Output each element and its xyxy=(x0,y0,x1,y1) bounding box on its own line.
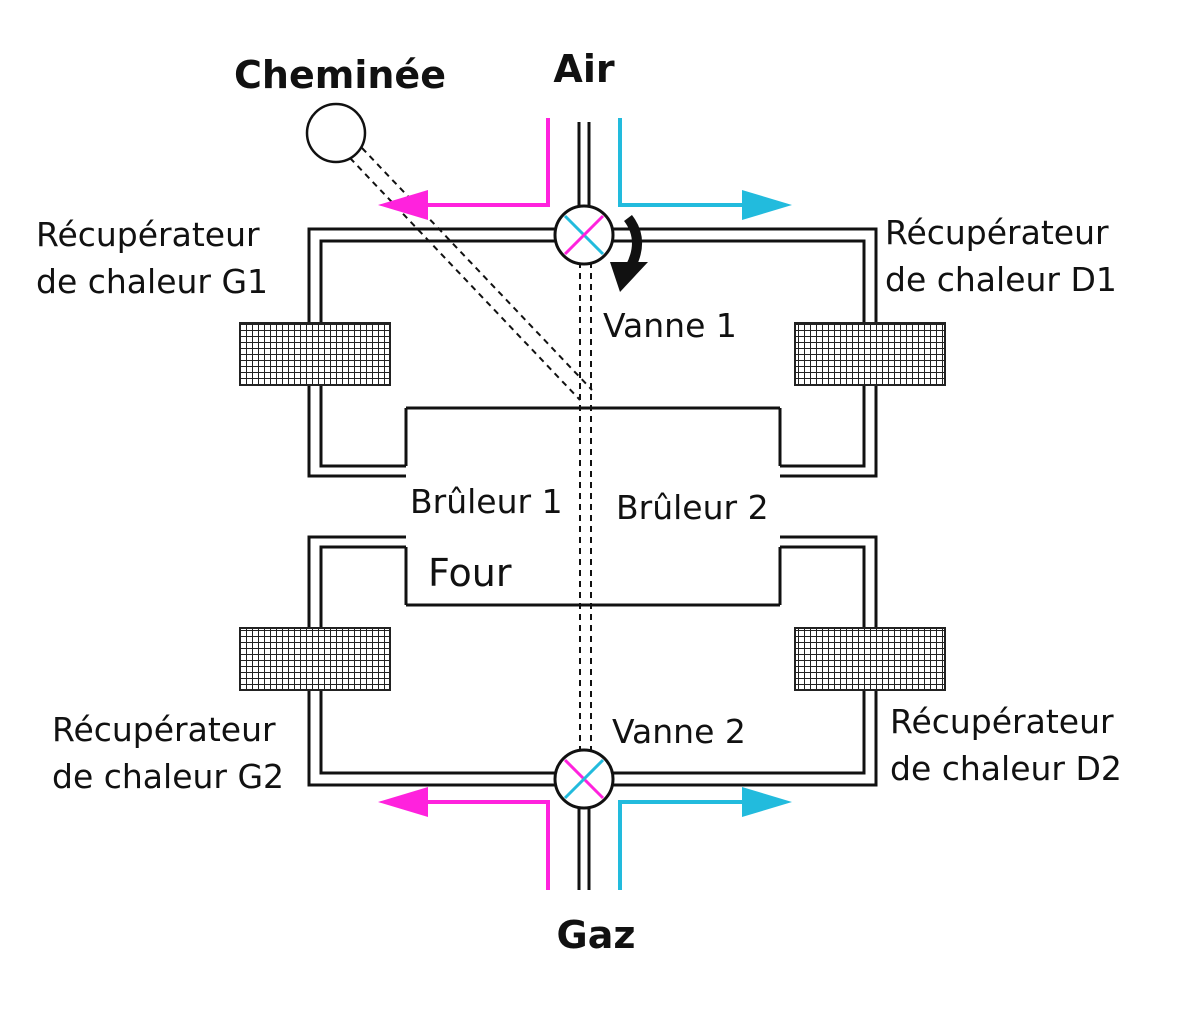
valve-link xyxy=(579,262,592,752)
cold-flow-arrow-bottom xyxy=(618,787,792,890)
recuperator-d1-label-line2: de chaleur D1 xyxy=(885,260,1117,299)
valve-1-label: Vanne 1 xyxy=(603,306,737,345)
gas-inlet-pipe xyxy=(577,800,591,890)
recuperator-d2-label-line2: de chaleur D2 xyxy=(890,749,1122,788)
recuperator-d1-block xyxy=(794,322,946,386)
burner-2-label: Brûleur 2 xyxy=(616,488,769,527)
recuperator-d2-label-line1: Récupérateur xyxy=(890,702,1114,741)
recuperator-g1-block xyxy=(239,322,391,386)
chimney-duct xyxy=(349,147,593,401)
recuperator-g2-label-line2: de chaleur G2 xyxy=(52,757,284,796)
furnace-box xyxy=(404,406,782,607)
air-label: Air xyxy=(553,47,614,91)
valve-2-label: Vanne 2 xyxy=(612,712,746,751)
recuperator-g2-block xyxy=(239,627,391,691)
valve-1-icon xyxy=(553,204,615,266)
recuperator-d1-label-line1: Récupérateur xyxy=(885,213,1109,252)
hot-flow-arrow-bottom xyxy=(378,787,550,890)
hot-flow-arrow-top xyxy=(378,118,550,220)
rotation-arrow-icon xyxy=(610,214,648,292)
recuperator-d2-block xyxy=(794,627,946,691)
cold-flow-arrow-top xyxy=(618,118,792,220)
valve-2-icon xyxy=(553,748,615,810)
gas-label: Gaz xyxy=(557,913,636,957)
chimney-label: Cheminée xyxy=(234,53,446,97)
furnace-label: Four xyxy=(428,551,512,595)
recuperator-g1-label-line1: Récupérateur xyxy=(36,215,260,254)
recuperator-g2-label-line1: Récupérateur xyxy=(52,710,276,749)
burner-1-label: Brûleur 1 xyxy=(410,482,563,521)
chimney-icon xyxy=(305,102,367,164)
air-inlet-pipe xyxy=(577,122,591,210)
recuperator-g1-label-line2: de chaleur G1 xyxy=(36,262,268,301)
